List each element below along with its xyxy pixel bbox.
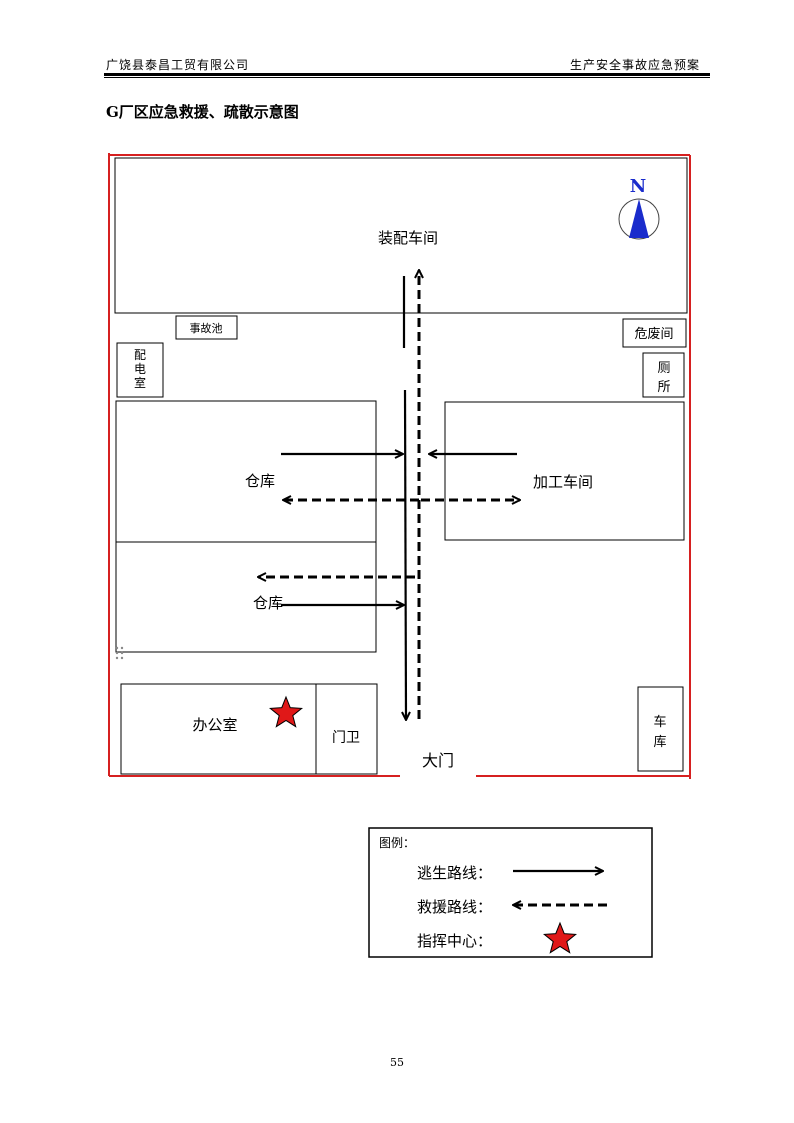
- label-toilet-2: 所: [657, 380, 670, 395]
- legend-star-icon: [542, 921, 578, 954]
- guard-room-box: [315, 683, 378, 775]
- north-compass-icon: N: [618, 176, 660, 240]
- label-guard-room: 门卫: [332, 730, 360, 746]
- compass-label: N: [630, 176, 646, 197]
- warehouse-lower-box: [115, 541, 377, 653]
- label-garage-1: 车: [653, 714, 666, 730]
- processing-workshop-box: [444, 401, 685, 541]
- legend-heading: 图例：: [379, 836, 415, 850]
- label-processing-workshop: 加工车间: [533, 473, 593, 491]
- label-office: 办公室: [192, 716, 237, 734]
- escape-route-main-lower: [405, 389, 406, 720]
- label-distribution-room-3: 室: [134, 375, 146, 390]
- label-distribution-room-1: 配: [134, 348, 146, 362]
- hazardous-waste-box: [622, 318, 687, 348]
- label-distribution-room-2: 电: [134, 362, 146, 376]
- label-warehouse-upper: 仓库: [245, 472, 275, 490]
- legend: 图例： 逃生路线： 救援路线： 指挥中心：: [368, 827, 653, 958]
- distribution-room-box: [116, 342, 164, 398]
- warehouse-upper-box: [115, 400, 377, 543]
- label-main-gate: 大门: [422, 751, 454, 770]
- label-toilet-1: 厕: [657, 361, 670, 376]
- label-accident-pool: 事故池: [190, 321, 223, 335]
- legend-command-label: 指挥中心：: [417, 932, 492, 950]
- garage-box: [637, 686, 684, 772]
- rescue-routes: [258, 270, 520, 719]
- page-title: G厂区应急救援、疏散示意图: [106, 103, 299, 121]
- label-hazardous-waste: 危废间: [634, 326, 673, 342]
- command-center-star-icon: [268, 695, 304, 728]
- legend-escape-label: 逃生路线：: [417, 864, 492, 882]
- header-rule: [104, 73, 710, 76]
- escape-routes: [281, 276, 517, 720]
- label-warehouse-lower: 仓库: [253, 594, 283, 612]
- drag-handle-icon: [115, 646, 124, 660]
- label-assembly-workshop: 装配车间: [378, 229, 438, 247]
- assembly-workshop-box: [114, 157, 688, 314]
- header-doc-name: 生产安全事故应急预案: [570, 58, 701, 72]
- site-boundary: [108, 153, 691, 779]
- page-number: 55: [390, 1056, 404, 1069]
- header-company: 广饶县泰昌工贸有限公司: [106, 58, 250, 72]
- accident-pool-box: [175, 315, 238, 340]
- label-garage-2: 库: [653, 734, 666, 750]
- header-rule-thin: [104, 77, 710, 78]
- toilet-box: [642, 352, 685, 398]
- legend-rescue-label: 救援路线：: [417, 898, 492, 916]
